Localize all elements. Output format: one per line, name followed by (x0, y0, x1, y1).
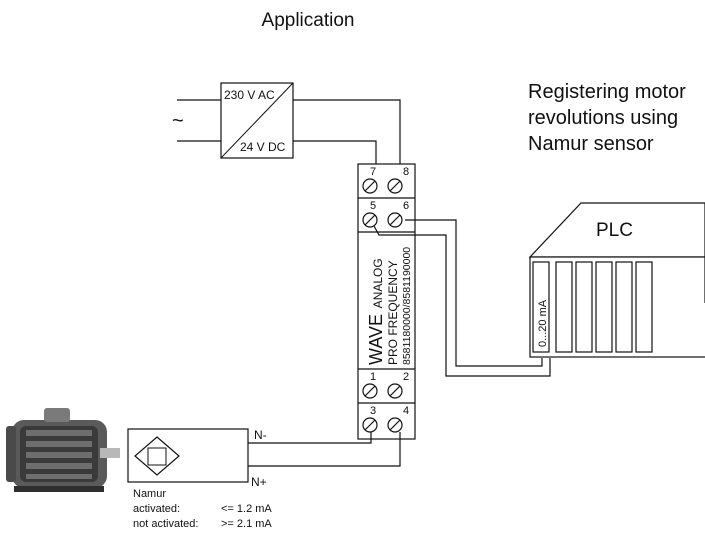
screw-terminal-3 (362, 417, 378, 433)
screw-terminal-2 (387, 383, 403, 399)
plc-input-label: 0...20 mA (537, 299, 549, 347)
module-analog: ANALOG (371, 258, 385, 308)
power-supply-input-label: 230 V AC (224, 88, 275, 102)
terminal-3-label: 3 (370, 405, 376, 417)
module-brand: WAVE (366, 314, 386, 365)
screw-terminal-4 (387, 417, 403, 433)
motor-image (6, 408, 120, 492)
application-caption: Registering motor revolutions using Namu… (528, 81, 686, 155)
activated-value: <= 1.2 mA (221, 503, 272, 515)
terminal-1-label: 1 (370, 371, 376, 383)
screw-terminal-7 (362, 178, 378, 194)
power-supply-output-label: 24 V DC (240, 140, 286, 154)
ac-input-wires (177, 99, 221, 142)
module-pro-frequency: PRO FREQUENCY (386, 260, 400, 365)
dc-supply-wires (293, 99, 401, 165)
plc (528, 202, 705, 358)
caption-line-3: Namur sensor (528, 133, 654, 155)
screw-terminal-5 (362, 212, 378, 228)
terminal-5-label: 5 (370, 200, 376, 212)
not-activated-label: not activated: (133, 518, 198, 530)
terminal-7-label: 7 (370, 166, 376, 178)
analog-output-wires (373, 219, 551, 377)
caption-line-2: revolutions using (528, 107, 678, 129)
activated-label: activated: (133, 503, 180, 515)
plc-slot-3 (595, 261, 613, 353)
not-activated-value: >= 2.1 mA (221, 518, 272, 530)
terminal-2-label: 2 (403, 371, 409, 383)
diagram-title: Application (262, 10, 355, 31)
plc-slot-1 (555, 261, 573, 353)
screw-terminal-1 (362, 383, 378, 399)
screw-terminal-6 (387, 212, 403, 228)
plc-label: PLC (596, 220, 633, 241)
namur-sensor (127, 428, 249, 483)
plc-slot-5 (635, 261, 653, 353)
power-supply: 230 V AC 24 V DC (220, 82, 294, 159)
caption-line-1: Registering motor (528, 81, 686, 103)
wave-analog-module: WAVE ANALOG PRO FREQUENCY 8581180000/858… (357, 163, 416, 440)
sensor-diamond (134, 436, 180, 476)
module-label-block: WAVE ANALOG (366, 258, 386, 365)
module-part-numbers: 8581180000/8581190000 (401, 247, 413, 365)
power-supply-diagonal (220, 82, 294, 159)
plc-slot-2 (575, 261, 593, 353)
sensor-specs: Namur activated: <= 1.2 mA not activated… (133, 488, 272, 530)
plc-input-slot (532, 261, 550, 353)
sensor-wires (248, 432, 401, 467)
terminal-8-label: 8 (403, 166, 409, 178)
sensor-name: Namur (133, 488, 166, 500)
terminal-4-label: 4 (403, 405, 409, 417)
terminal-6-label: 6 (403, 200, 409, 212)
ac-symbol: ~ (172, 110, 184, 132)
sensor-inner-square (147, 447, 167, 466)
svg-text:WAVE ANALOG: WAVE ANALOG (366, 258, 386, 365)
sensor-pos-label: N+ (251, 475, 267, 489)
sensor-neg-label: N- (254, 428, 267, 442)
screw-terminal-8 (387, 178, 403, 194)
plc-slot-4 (615, 261, 633, 353)
